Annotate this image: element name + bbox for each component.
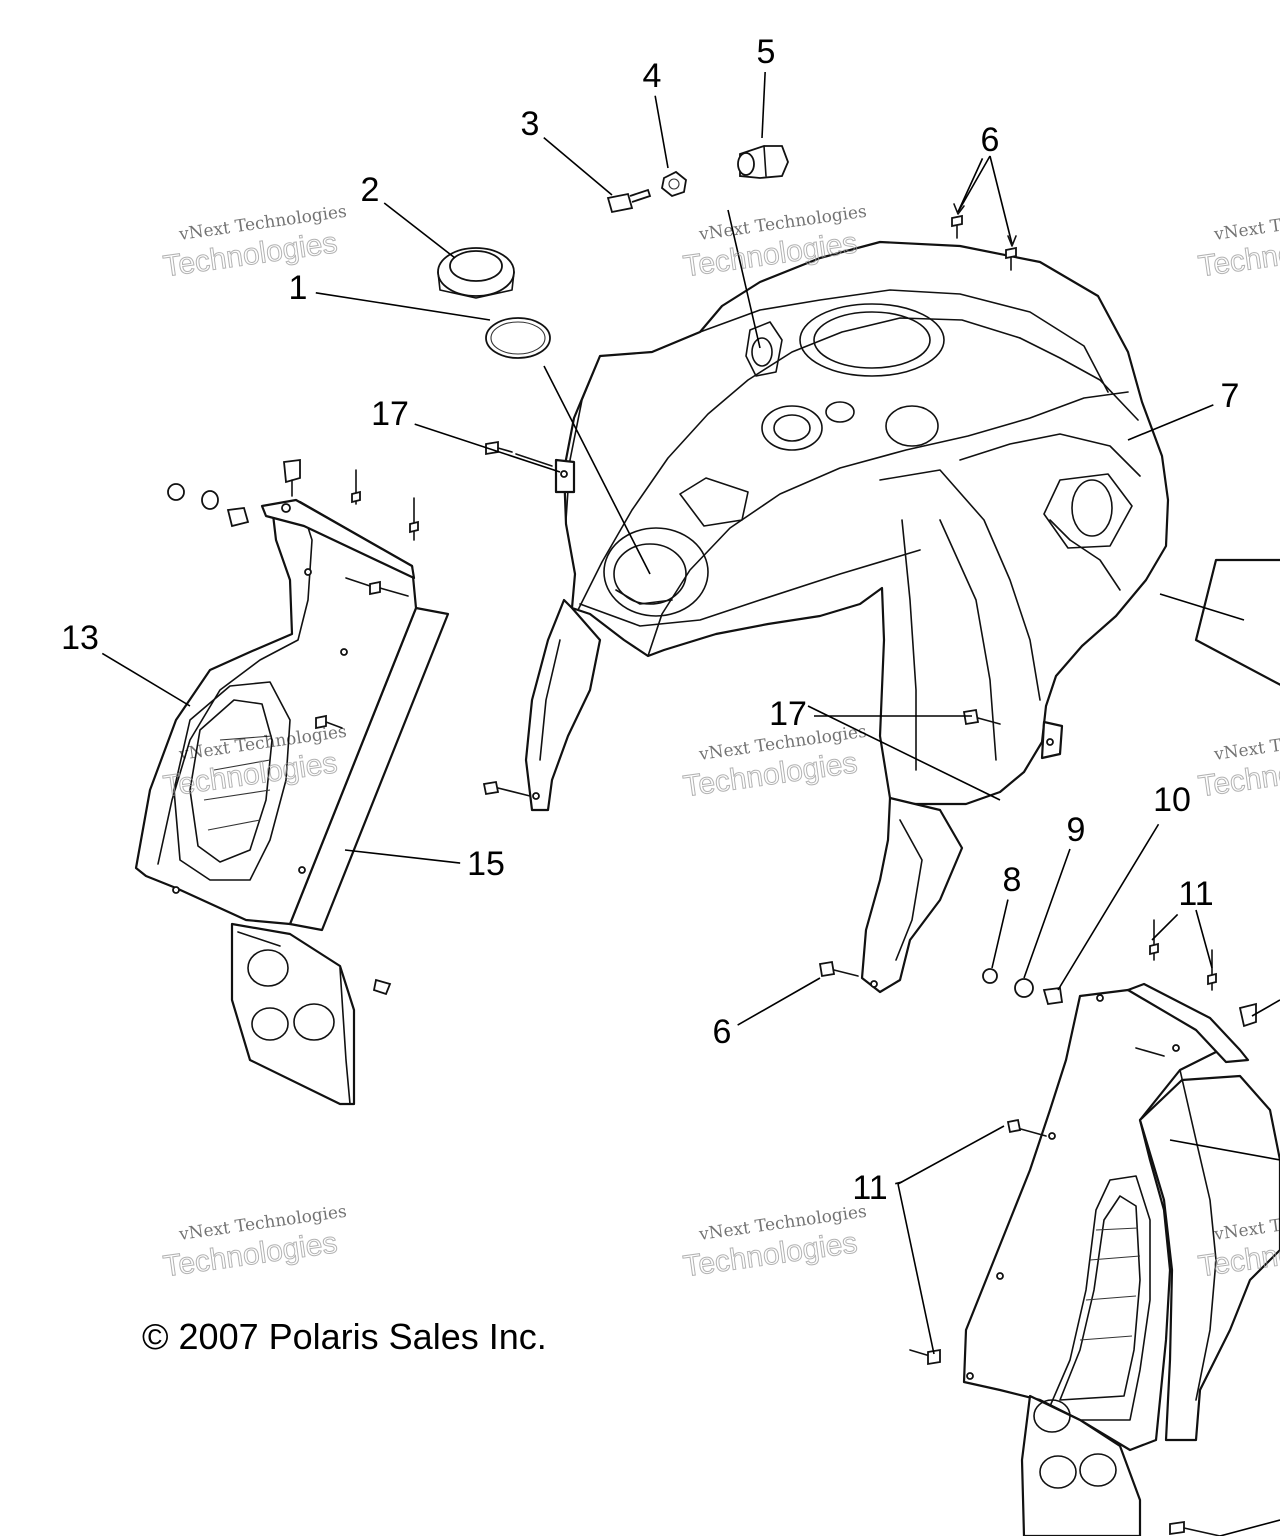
leader-line-1: [315, 291, 491, 321]
screws-top: [951, 155, 1017, 271]
copyright-notice: © 2007 Polaris Sales Inc.: [142, 1316, 547, 1357]
callout-5: 5: [757, 33, 776, 71]
leader-17-b: [807, 705, 1001, 801]
callout-17: 17: [371, 395, 409, 433]
leader-line-4: [654, 95, 669, 169]
left-hardware: [167, 440, 553, 996]
callout-6: 6: [981, 121, 1000, 159]
right-hardware: [818, 708, 1257, 1536]
leader-line-6: [957, 158, 984, 213]
callout-2: 2: [361, 171, 380, 209]
leader-line-6: [737, 977, 821, 1026]
callout-11: 11: [1178, 875, 1213, 913]
leader-11-upper: [897, 1125, 1005, 1185]
hood-panel: [524, 240, 1170, 994]
fuel-cap-bezel: [437, 247, 515, 299]
callout-6: 6: [713, 1013, 732, 1051]
o-ring: [485, 317, 551, 359]
callout-4: 4: [643, 57, 662, 95]
watermark-line-2: Technol: [1196, 236, 1280, 283]
leader-edge-right: [1169, 1139, 1280, 1161]
callout-8: 8: [1003, 861, 1022, 899]
callout-10: 10: [1153, 781, 1191, 819]
leader-line-11: [1151, 913, 1179, 941]
leader-line-10: [1057, 823, 1160, 991]
callout-11: 11: [852, 1169, 887, 1207]
leader-line-9: [1023, 848, 1071, 979]
decal-panel: [1159, 558, 1280, 686]
leader-line-3: [543, 136, 613, 196]
callout-9: 9: [1067, 811, 1086, 849]
leader-switch-to-hood: [727, 209, 761, 349]
leader-line-15: [344, 849, 461, 864]
leader-11-right: [1195, 909, 1213, 969]
callout-7: 7: [1221, 377, 1240, 415]
ignition-key: [606, 188, 652, 214]
leader-lines: [101, 71, 1214, 1185]
callout-17: 17: [769, 695, 807, 733]
leader-11-lower: [897, 1183, 935, 1355]
leader-line-8: [991, 899, 1009, 969]
callout-1: 1: [289, 269, 308, 307]
hex-nut: [661, 170, 687, 198]
callout-labels: 1 2 3 4 5 6 7 17 13 17 15 10 9 8 11 6 11: [61, 33, 1239, 1207]
left-side-panel: [134, 498, 450, 1106]
callout-13: 13: [61, 619, 99, 657]
leader-edge-right-bottom: [1219, 1519, 1280, 1536]
callout-3: 3: [521, 105, 540, 143]
callout-15: 15: [467, 845, 505, 883]
right-side-panel: [962, 982, 1280, 1536]
leader-line-5: [761, 71, 766, 139]
leader-line-7: [1127, 404, 1214, 441]
ignition-switch: [737, 145, 789, 179]
leader-line-2: [383, 202, 456, 259]
leader-line-13: [101, 652, 191, 707]
leader-edge-right-top: [1251, 999, 1280, 1017]
watermark-line-2: Technol: [1196, 756, 1280, 803]
leader-o-ring-to-cup: [543, 365, 651, 575]
leader-line-17: [414, 423, 561, 473]
